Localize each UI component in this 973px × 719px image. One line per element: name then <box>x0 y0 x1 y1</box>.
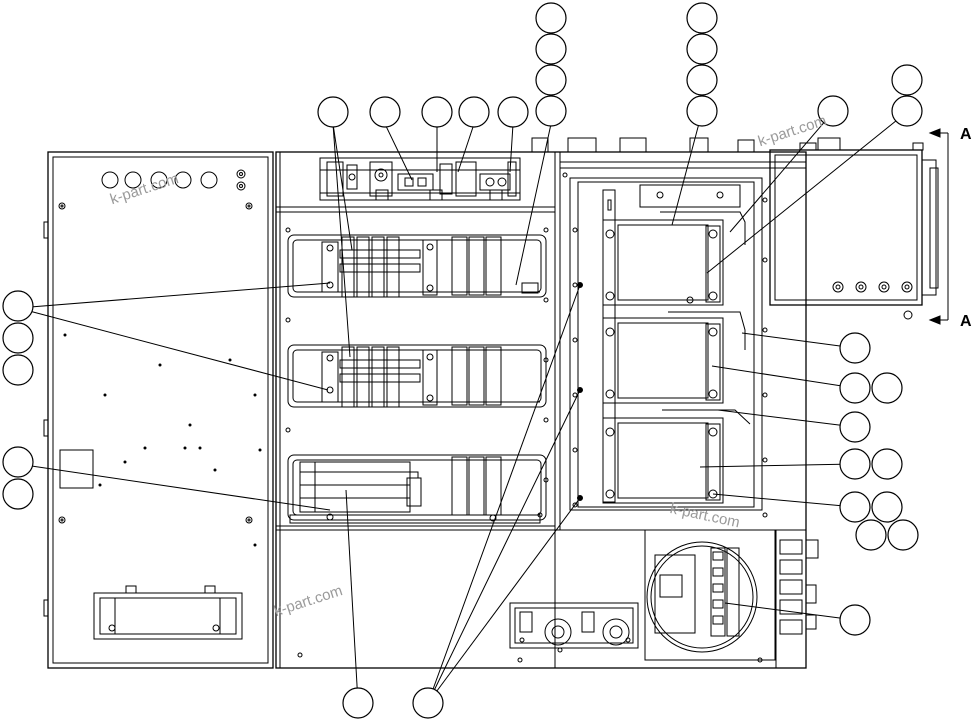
callout-bubble <box>369 96 401 128</box>
callout-bubble <box>535 64 567 96</box>
fan-assembly <box>509 602 639 649</box>
top-terminal-strip <box>319 157 521 201</box>
callout-bubble <box>2 478 34 510</box>
callout-bubble <box>342 687 374 719</box>
callout-bubble <box>871 491 903 523</box>
callout-bubble <box>839 332 871 364</box>
module-rack-2 <box>287 344 547 408</box>
callout-bubble <box>535 95 567 127</box>
callout-bubble <box>2 446 34 478</box>
section-marker-bottom: A <box>960 313 972 330</box>
cable-glands <box>531 137 755 153</box>
callout-bubble <box>891 95 923 127</box>
callout-bubble <box>2 290 34 322</box>
leader-lines <box>17 111 908 704</box>
module-rack-1 <box>287 234 547 298</box>
left-door-panel <box>43 151 274 669</box>
callout-bubble <box>535 33 567 65</box>
callout-bubble <box>871 448 903 480</box>
callout-bubble <box>686 64 718 96</box>
control-box <box>769 137 939 320</box>
callout-bubble <box>535 2 567 34</box>
callout-bubble <box>839 491 871 523</box>
section-marker-top: A <box>960 126 972 143</box>
right-terminal-block <box>775 529 819 669</box>
callout-bubble <box>871 372 903 404</box>
callout-bubble <box>412 687 444 719</box>
callout-bubble <box>497 96 529 128</box>
callout-bubble <box>817 95 849 127</box>
callout-bubble <box>686 95 718 127</box>
callout-bubble <box>317 96 349 128</box>
callout-bubble <box>839 448 871 480</box>
callout-bubble <box>2 354 34 386</box>
transformer <box>644 529 776 661</box>
callout-bubble <box>458 96 490 128</box>
callout-bubble <box>2 322 34 354</box>
callout-bubble <box>686 33 718 65</box>
callout-bubble <box>887 519 919 551</box>
callout-bubble <box>686 2 718 34</box>
module-rack-3 <box>287 454 547 524</box>
callout-bubble <box>891 64 923 96</box>
section-a-arrows <box>928 128 949 325</box>
callout-bubble <box>855 519 887 551</box>
callout-bubble <box>839 411 871 443</box>
callout-bubble <box>421 96 453 128</box>
callout-bubble <box>839 604 871 636</box>
callout-bubble <box>839 372 871 404</box>
callout-bubbles <box>2 2 923 719</box>
